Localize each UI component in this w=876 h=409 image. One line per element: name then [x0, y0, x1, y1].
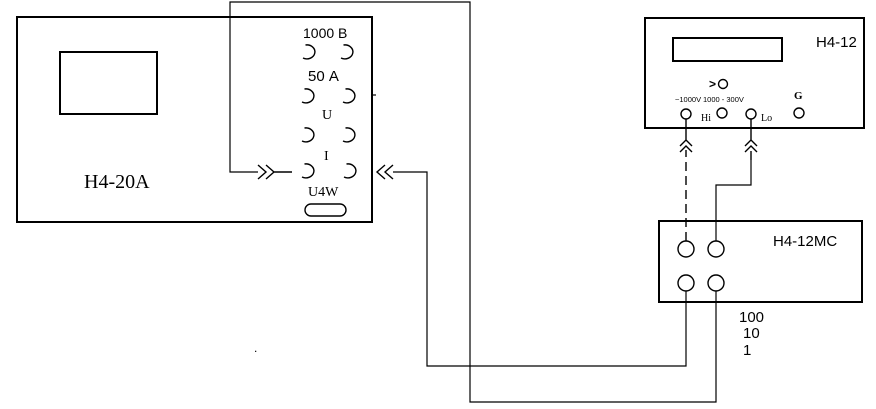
plug-i-right	[375, 164, 394, 180]
range-1000v-label: 1000 В	[303, 25, 347, 41]
plug-lo	[744, 119, 758, 153]
terminal-1000v-left	[302, 44, 316, 60]
terminal-label-1000-300v: 1000 - 300V	[703, 95, 744, 104]
ratio-1: 1	[743, 342, 751, 359]
terminal-50a-left	[301, 88, 315, 104]
h4-12mc-jack-top-left	[677, 240, 695, 258]
indicator-lamp	[717, 78, 729, 90]
u4w-slot	[304, 203, 347, 217]
h4-20a-display	[59, 51, 158, 115]
lead-lo-solid	[715, 160, 752, 241]
range-50a-label: 50 А	[308, 68, 339, 85]
h4-20a-terminals	[301, 44, 357, 179]
h4-12mc-name: H4-12MC	[773, 233, 837, 250]
terminal-label-hi: Hi	[701, 113, 711, 124]
h4-12mc-jack-top-right	[707, 240, 725, 258]
h4-12mc-body	[658, 220, 863, 303]
device-h4-20a: H4-20A 1000 В 50 А U I U4W	[16, 16, 394, 223]
terminal-1000-300v	[716, 107, 728, 119]
terminal-i-right	[343, 163, 357, 179]
device-h4-12mc: H4-12MC 100 10 1	[658, 220, 863, 359]
u4w-label: U4W	[308, 185, 339, 200]
h4-12-body	[644, 17, 865, 129]
terminal-hi	[680, 108, 692, 120]
terminal-label-lo: Lo	[761, 113, 772, 124]
terminal-1000v-right	[340, 44, 354, 60]
plug-hi	[679, 119, 693, 153]
terminal-i-left	[301, 163, 315, 179]
device-h4-12: H4-12 > ~1000V 1000 - 300V Hi Lo G	[644, 17, 865, 129]
wiring	[229, 1, 758, 403]
h4-20a-name: H4-20A	[84, 171, 150, 193]
h4-12mc-jack-bottom-right	[707, 274, 725, 292]
plug-i-left	[257, 164, 292, 180]
h4-20a-body	[16, 16, 373, 223]
terminal-u-left	[301, 127, 315, 143]
h4-12mc-jack-bottom-left	[677, 274, 695, 292]
h4-12-name: H4-12	[816, 34, 857, 51]
terminal-g	[793, 107, 805, 119]
ratio-100: 100	[739, 309, 764, 326]
terminal-lo	[745, 108, 757, 120]
terminal-u-right	[342, 127, 356, 143]
indicator-label: >	[709, 77, 716, 91]
terminal-50a-right	[342, 88, 356, 104]
stray-mark: .	[254, 341, 257, 355]
ratio-10: 10	[743, 325, 760, 342]
pair-u-label: U	[322, 108, 332, 123]
terminal-label-1000v-ac: ~1000V	[675, 95, 701, 104]
terminal-label-g: G	[794, 90, 803, 102]
wire-i-left-to-divider	[229, 1, 717, 403]
pair-i-label: I	[324, 149, 329, 164]
wire-i-right-to-divider	[393, 171, 687, 367]
h4-12-display	[672, 37, 783, 62]
